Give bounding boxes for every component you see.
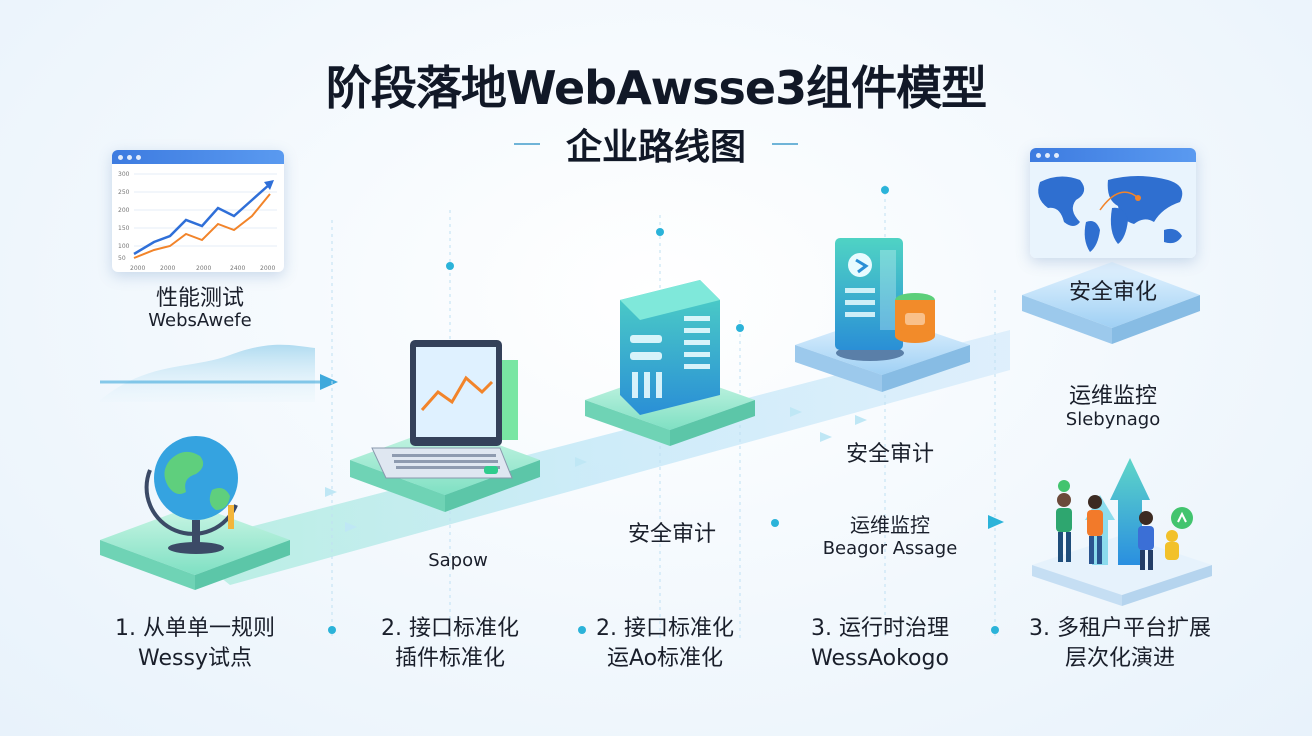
security-label-top: 安全审化 [1068,280,1157,305]
stage-1-subtitle: Wessy试点 [138,646,252,671]
series-blue [133,183,271,256]
chart-card-titlebar [112,150,284,164]
x-tick: 2000 [196,265,211,272]
database-server-icon [835,238,935,361]
world-map-icon [1030,162,1196,258]
stage-5: 3. 多租户平台扩展 层次化演进 [1005,614,1235,674]
ops-monitor-label: 运维监控 [1068,384,1157,409]
x-tick: 2400 [230,265,245,272]
x-tick: 2000 [130,265,145,272]
y-tick: 50 [118,255,126,262]
y-tick: 200 [118,207,130,214]
stage-2: 2. 接口标准化 插件标准化 [345,614,555,674]
y-tick: 300 [118,171,130,178]
stage-2-title: 2. 接口标准化 [381,616,519,641]
perf-test-sublabel: WebsAwefe [148,310,252,331]
x-tick: 2000 [160,265,175,272]
arrow-right-icon [320,374,338,390]
security-audit-lower: 安全审计 [627,522,716,547]
laptop-icon [371,340,518,479]
y-tick: 250 [118,189,130,196]
security-audit-upper: 安全审计 [845,442,934,467]
stage-3: 2. 接口标准化 运Ao标准化 [560,614,770,674]
stage-1: 1. 从单单一规则 Wessy试点 [80,614,310,674]
ops-monitor-sublabel: Slebynago [1065,409,1161,430]
platform-5 [1022,262,1200,344]
y-tick: 100 [118,243,130,250]
page-title: 阶段落地WebAwsse3组件模型 [325,61,987,115]
perf-test-label: 性能测试 [155,286,244,311]
y-tick: 150 [118,225,130,232]
globe-icon [144,436,238,554]
x-tick: 2000 [260,265,275,272]
map-card [1030,148,1196,258]
page-subtitle: 企业路线图 [565,127,746,168]
chart-card: 300 250 200 150 100 50 2000 2000 2000 24… [112,150,284,272]
line-chart: 300 250 200 150 100 50 2000 2000 2000 24… [118,171,277,272]
subtitle-row: 企业路线图 [0,118,1312,170]
team-people-icon [1056,480,1193,570]
stage-1-title: 1. 从单单一规则 [115,616,275,641]
roadmap-ribbon [180,330,1010,585]
stage-4-title: 3. 运行时治理 [811,616,949,641]
stage-5-title: 3. 多租户平台扩展 [1029,616,1211,641]
stage-4: 3. 运行时治理 WessAokogo [775,614,985,674]
series-orange [133,193,271,259]
stage-4-subtitle: WessAokogo [811,646,949,671]
stage-5-subtitle: 层次化演进 [1064,646,1175,671]
arrow-right-small-icon [988,515,1004,529]
sapow-label: Sapow [428,550,488,571]
wave-decoration [100,344,315,402]
stage-3-title: 2. 接口标准化 [596,616,734,641]
subtitle-dash-left [513,143,540,145]
map-card-titlebar [1030,148,1196,162]
stage-2-subtitle: 插件标准化 [394,646,505,671]
monitor-label-mid: 运维监控 [850,513,930,537]
stage-3-subtitle: 运Ao标准化 [606,646,724,671]
server-icon [620,280,720,415]
monitor-sublabel-mid: Beagor Assage [822,538,958,559]
subtitle-dash-right [772,143,798,145]
